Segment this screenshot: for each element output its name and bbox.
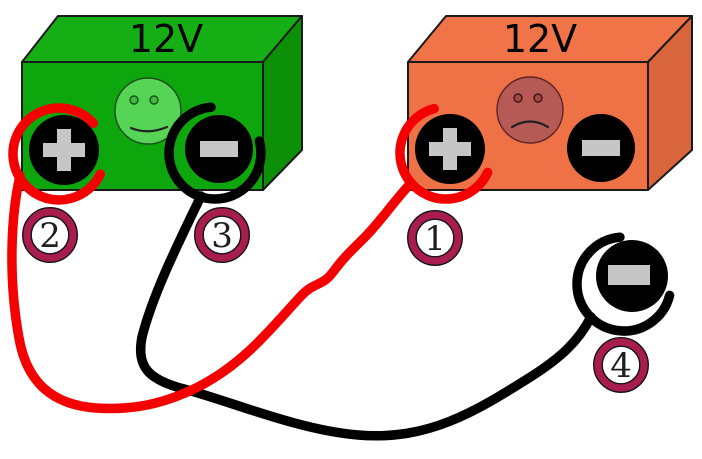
black-clamp-ground [572,232,675,336]
happy-face-icon [114,77,182,145]
step-number: 3 [211,216,233,256]
step-badge-ring [23,208,77,262]
red-clamp-good-positive [8,103,106,205]
dead-battery-voltage-label: 12V [503,17,577,61]
step-badge-inner-outline [202,215,242,255]
good-battery-voltage-label: 12V [129,17,203,61]
step-badge-outer-outline [194,207,250,263]
dead-battery: 12V [407,15,693,191]
good-battery-negative-terminal [185,115,253,183]
sad-face-right-eye [533,93,543,103]
step-badge-3: 3 [194,207,250,263]
step-badge-ring [408,211,462,265]
step-badge-1: 1 [407,210,463,266]
happy-face-left-eye [129,95,139,105]
step-badge-inner-outline [30,215,70,255]
minus-icon [582,140,620,156]
step-number: 1 [424,219,446,259]
plus-icon [43,129,85,171]
sad-face-icon [496,76,564,144]
step-badge-2: 2 [22,207,78,263]
red-jumper-cable [7,171,416,414]
step-badge-4: 4 [593,337,649,393]
ground-terminal [572,232,675,336]
step-badge-ring [594,338,648,392]
good-battery-positive-terminal [29,115,99,185]
step-badge-inner-outline [601,345,641,385]
happy-face-smile [129,125,169,133]
sad-face-frown [510,120,550,129]
sad-face-head [496,76,564,144]
step-number: 4 [610,346,632,386]
dead-battery-positive-terminal [415,114,485,184]
dead-battery-negative-terminal [567,114,635,182]
sad-face-left-eye [513,93,523,103]
step-badge-outer-outline [407,210,463,266]
step-number: 2 [39,216,61,256]
black-clamp-good-negative [164,102,266,204]
minus-icon [608,265,650,285]
step-badge-ring [195,208,249,262]
minus-icon [200,141,238,157]
step-badge-outer-outline [22,207,78,263]
step-badge-outer-outline [593,337,649,393]
plus-icon [429,128,471,170]
step-badge-inner-outline [415,218,455,258]
happy-face-right-eye [149,95,159,105]
black-jumper-cable [135,191,596,441]
red-clamp-dead-positive [395,103,493,204]
